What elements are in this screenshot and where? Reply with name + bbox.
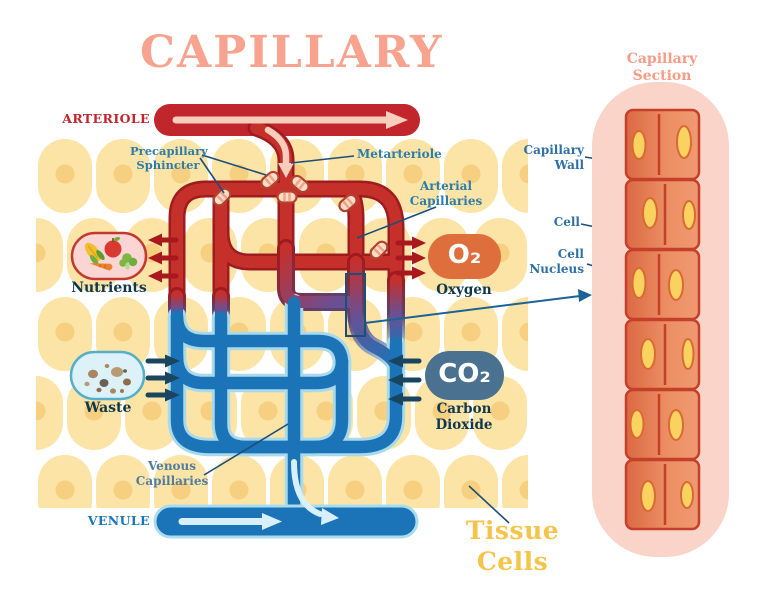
nutrients-label: Nutrients [71,280,147,296]
oxygen-badge [428,234,501,279]
tissue-cells-label: Tissue Cells [465,516,560,576]
nutrients-icon [70,231,148,281]
precapillary-sphincter-label: Precapillary Sphincter [130,144,208,173]
venous-capillaries-label: Venous Capillaries [134,459,210,488]
arterial-line2: Capillaries [409,193,483,208]
nucleus-line2: Nucleus [529,261,584,276]
capillary-section-title: Capillary Section [626,51,698,85]
arterial-capillaries-label: Arterial Capillaries [408,179,484,208]
wall-line1: Capillary [523,143,584,157]
venous-line1: Venous [147,459,197,473]
co2-label: Carbon Dioxide [424,401,504,434]
metarteriole-label: Metarteriole [357,147,442,161]
capillary-section-panel [592,82,729,557]
cell-label: Cell [553,215,580,229]
oxygen-arrows [395,236,426,280]
oxygen-symbol: O₂ [447,240,482,270]
cell-nucleus-icons [629,125,696,512]
section-callout [345,273,592,337]
waste-icon [69,350,146,401]
co2-badge [425,351,504,400]
venous-line2: Capillaries [135,473,209,488]
venule-vessel [153,459,419,539]
venule-label: VENULE [87,513,150,528]
nutrient-arrows [148,233,179,283]
oxygen-label: Oxygen [436,282,492,298]
nucleus-line1: Cell [557,247,584,261]
waste-arrows [145,354,180,402]
page-title: CAPILLARY [140,27,444,78]
sphincter-icons [212,170,389,260]
co2-line1: Carbon [436,401,492,417]
capillary-wall-label: Capillary Wall [506,143,584,172]
waste-label: Waste [84,400,132,416]
co2-arrows [388,354,422,406]
arterial-line1: Arterial [419,179,473,193]
precapillary-line2: Sphincter [136,158,200,173]
arteriole-label: ARTERIOLE [62,111,150,126]
wall-line2: Wall [554,157,584,172]
co2-symbol: CO₂ [438,359,491,389]
arteriole-flow-arrow [172,111,408,178]
co2-line2: Dioxide [435,417,493,434]
cell-nucleus-label: Cell Nucleus [506,247,584,276]
precapillary-line1: Precapillary [130,144,208,158]
